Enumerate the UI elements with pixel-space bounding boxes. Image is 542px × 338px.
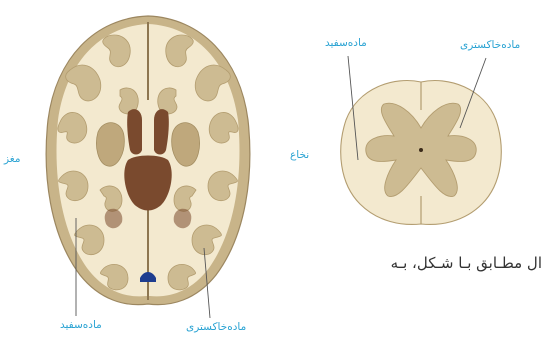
- spinal-white-matter-label: ماده‌سفید: [325, 38, 367, 49]
- body-text-fragment: ال مطـابق بـا شـكل، بـه: [391, 256, 542, 271]
- brain-side-label: مغز: [4, 154, 20, 165]
- brain-gray-matter-label: ماده‌خاکستری: [186, 322, 246, 333]
- spinal-cord-section: [341, 81, 502, 225]
- spinal-gray-matter-label: ماده‌خاکستری: [460, 40, 520, 51]
- brain-section: [46, 16, 250, 305]
- brain-white-matter-label: ماده‌سفید: [60, 320, 102, 331]
- spinal-cord-side-label: نخاع: [290, 150, 309, 161]
- spinal-cord-central-canal: [419, 148, 423, 152]
